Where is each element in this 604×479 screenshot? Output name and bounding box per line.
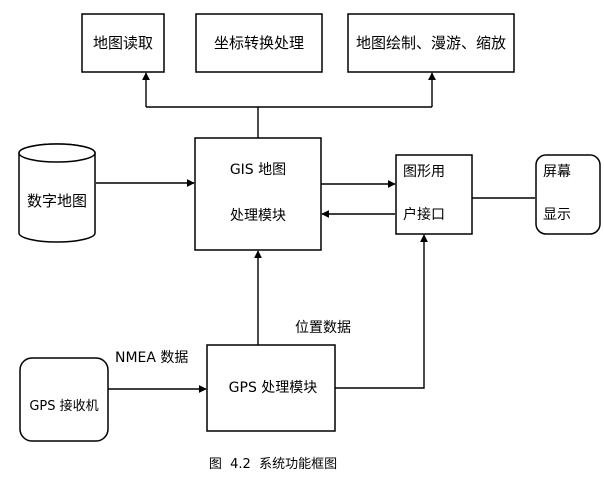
gps-module-label: GPS 处理模块: [229, 380, 318, 396]
figure-caption: 图 4.2 系统功能框图: [209, 457, 337, 472]
arrow-gps-module-to-ui: [335, 234, 428, 389]
gps-receiver-node: GPS 接收机: [19, 357, 109, 442]
coord-transform-label: 坐标转换处理: [214, 34, 304, 52]
map-draw-label: 地图绘制、漫游、缩放: [356, 34, 506, 52]
map-read-node: 地图读取: [81, 13, 165, 73]
nmea-data-label: NMEA 数据: [115, 350, 188, 366]
map-draw-node: 地图绘制、漫游、缩放: [347, 13, 515, 73]
gis-module-node: GIS 地图 处理模块: [194, 137, 322, 251]
digital-map-database-node: 数字地图: [18, 143, 96, 243]
map-read-label: 地图读取: [93, 34, 153, 52]
gps-module-node: GPS 处理模块: [206, 344, 336, 432]
gps-receiver-label: GPS 接收机: [29, 398, 98, 414]
gis-module-label-line2: 处理模块: [230, 208, 286, 224]
top-connector: [142, 72, 436, 138]
position-data-label: 位置数据: [295, 320, 351, 336]
coord-transform-node: 坐标转换处理: [195, 13, 323, 73]
graphic-ui-label-line1: 图形用: [403, 164, 445, 180]
gis-module-label-line1: GIS 地图: [230, 162, 286, 178]
screen-display-node: 屏幕 显示: [535, 154, 601, 235]
graphic-ui-label-line2: 户接口: [403, 206, 445, 223]
digital-map-label: 数字地图: [27, 192, 87, 210]
screen-label-line2: 显示: [543, 207, 571, 223]
graphic-ui-node: 图形用 户接口: [395, 154, 473, 235]
screen-label-line1: 屏幕: [543, 164, 571, 180]
